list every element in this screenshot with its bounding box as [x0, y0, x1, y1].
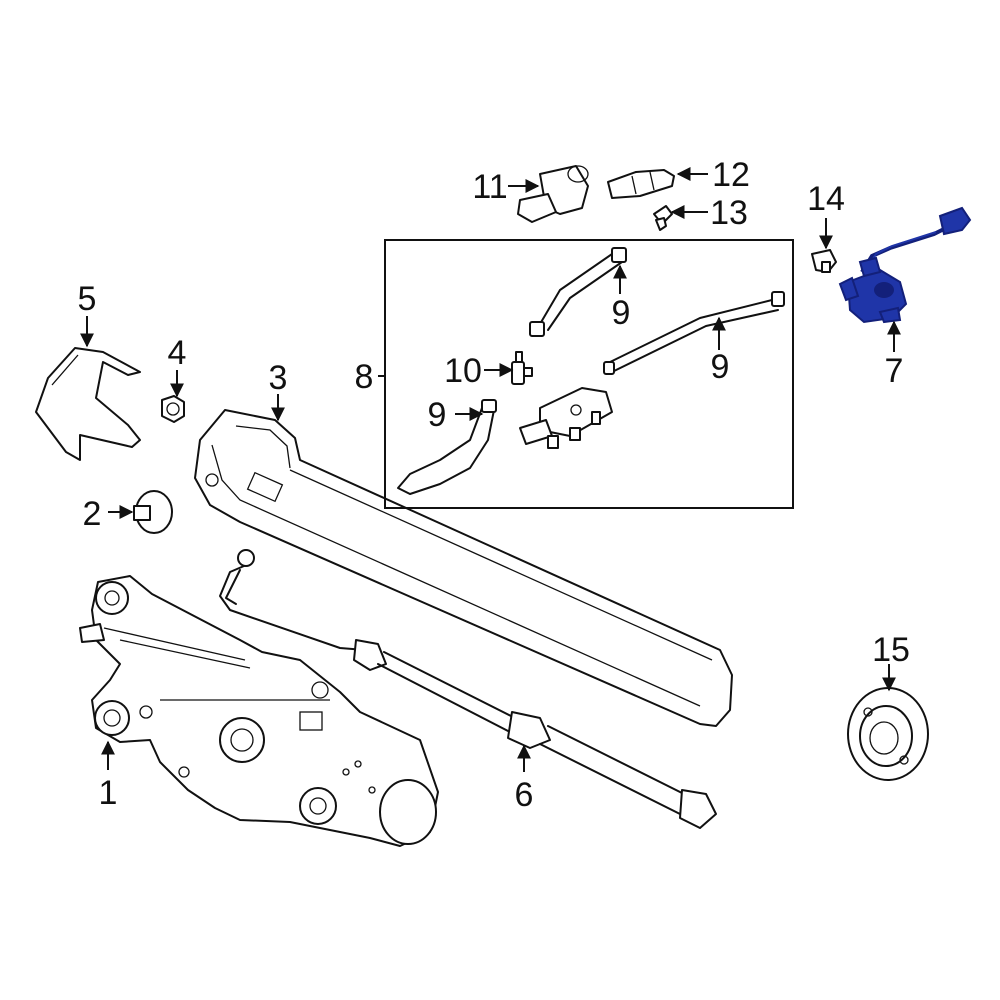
callout-14: 14 [807, 180, 845, 218]
callout-6: 6 [515, 776, 534, 814]
callout-4: 4 [168, 334, 187, 372]
callout-3: 3 [269, 359, 288, 397]
callout-9-right: 9 [711, 348, 730, 386]
nut-part [161, 395, 185, 423]
check-valve-part [607, 169, 675, 199]
wiper-arm-part [194, 409, 733, 727]
callout-1: 1 [99, 774, 118, 812]
callout-9-upper: 9 [612, 294, 631, 332]
kit-box [384, 239, 794, 509]
callout-8: 8 [355, 358, 374, 396]
callout-5: 5 [78, 280, 97, 318]
clip-part [653, 205, 673, 231]
callout-7: 7 [885, 352, 904, 390]
callout-2: 2 [83, 495, 102, 533]
nozzle-part [517, 165, 589, 223]
callout-15: 15 [872, 631, 910, 669]
washer-valve-part [519, 387, 613, 449]
wiper-motor-part [79, 575, 439, 847]
callout-13: 13 [710, 194, 748, 232]
cap-part [133, 490, 173, 534]
callout-9-lower: 9 [428, 396, 447, 434]
hose-upper-part [529, 247, 627, 337]
callout-11: 11 [472, 168, 507, 206]
washer-pump-part [838, 206, 972, 324]
connector-part [511, 351, 533, 385]
leader-lines [80, 167, 901, 772]
hose-right-part [603, 291, 785, 375]
clip-14-part [811, 249, 837, 273]
callout-12: 12 [712, 156, 750, 194]
callout-10: 10 [444, 352, 482, 390]
hose-lower-part [397, 399, 497, 495]
grommet-part [847, 687, 929, 781]
arm-cover-part [35, 347, 141, 461]
washer-hose-part [219, 549, 717, 829]
